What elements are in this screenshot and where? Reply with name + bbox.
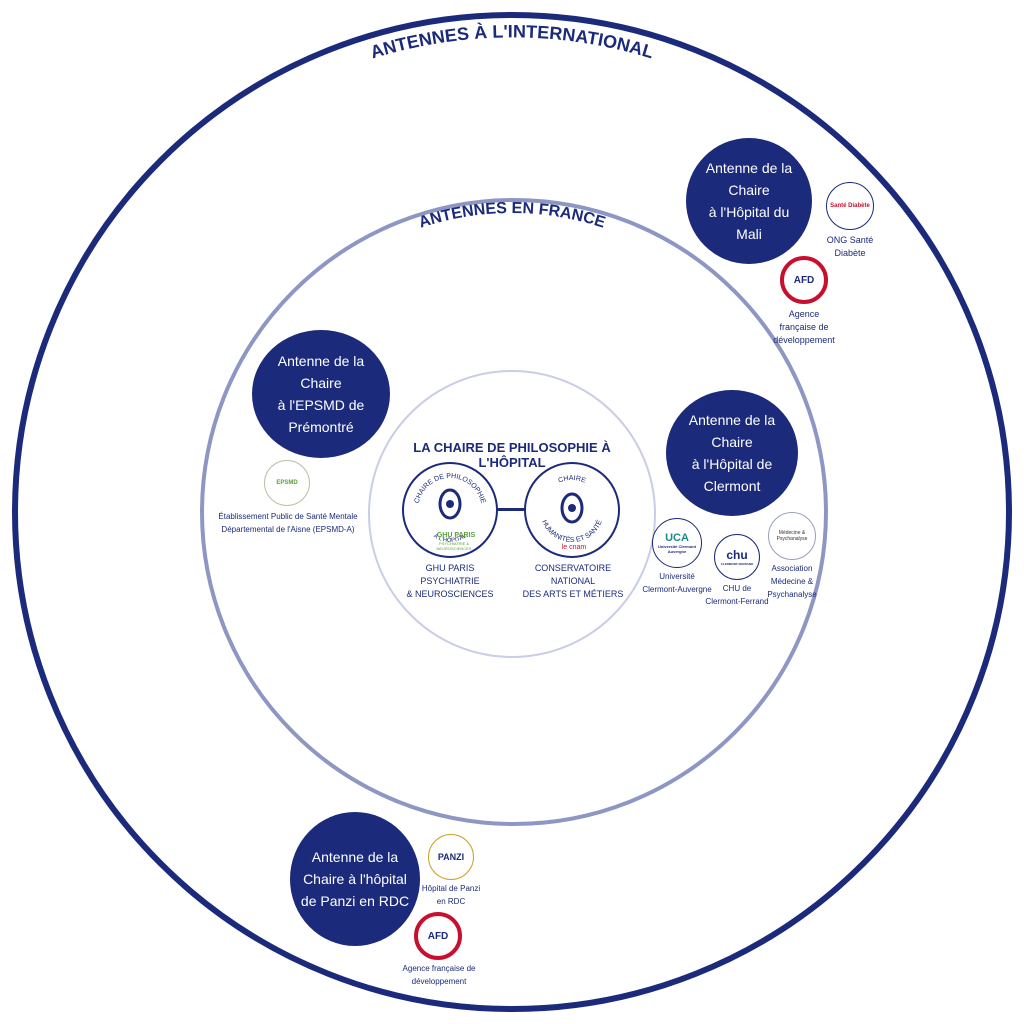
afd-panzi-logo: AFD: [414, 912, 462, 960]
antenne-premontre[interactable]: Antenne de la Chaire à l'EPSMD de Prémon…: [252, 330, 390, 458]
chu-logo: chu CLERMONT-FERRAND: [714, 534, 760, 580]
panzi-logo: PANZI: [428, 834, 474, 880]
uca-caption: Université Clermont-Auvergne: [642, 572, 712, 594]
philosophy-chair-emblem: CHAIRE DE PHILOSOPHIE À L'HÔPITAL GHU PA…: [402, 462, 498, 558]
center-title: LA CHAIRE DE PHILOSOPHIE À L'HÔPITAL: [413, 440, 611, 470]
svg-text:ANTENNES EN FRANCE: ANTENNES EN FRANCE: [417, 200, 608, 232]
epsmd-caption: Établissement Public de Santé Mentale Dé…: [218, 512, 358, 534]
ghu-logo-text: GHU PARIS: [436, 532, 476, 539]
svg-text:ANTENNES À L'INTERNATIONAL: ANTENNES À L'INTERNATIONAL: [368, 21, 656, 62]
sante-diabete-caption: ONG Santé Diabète: [826, 235, 874, 258]
amp-caption: Association Médecine & Psychanalyse: [767, 564, 817, 599]
epsmd-logo: EPSMD: [264, 460, 310, 506]
humanities-arc-top: CHAIRE: [557, 475, 587, 485]
afd-mali-logo: AFD: [780, 256, 828, 304]
chu-logo-mark: chu: [726, 548, 748, 562]
svg-text:À L'HÔPITAL: À L'HÔPITAL: [432, 532, 468, 544]
international-title: ANTENNES À L'INTERNATIONAL: [368, 21, 656, 62]
humanities-emblem-art: CHAIRE HUMANITÉS ET SANTÉ: [540, 475, 604, 544]
humanities-chair-emblem: CHAIRE HUMANITÉS ET SANTÉ le cnam: [524, 462, 620, 558]
uca-logo-mark: UCA: [665, 532, 689, 544]
emblem-connector: [498, 508, 524, 511]
uca-logo: UCA Université Clermont Auvergne: [652, 518, 702, 568]
center-ring: [368, 370, 656, 658]
sante-diabete-logo: Santé Diabète: [826, 182, 874, 230]
uca-logo-sub: Université Clermont Auvergne: [657, 544, 696, 554]
svg-text:CHAIRE: CHAIRE: [557, 475, 587, 485]
antenne-mali[interactable]: Antenne de la Chaire à l'Hôpital du Mali: [686, 138, 812, 264]
chu-caption: CHU de Clermont-Ferrand: [705, 584, 769, 606]
ghu-logo-subtext: PSYCHIATRIE & NEUROSCIENCES: [436, 541, 472, 551]
philosophy-arc-bottom: À L'HÔPITAL: [432, 532, 468, 544]
cnam-logo-text: le cnam: [561, 544, 587, 551]
afd-mali-caption: Agence française de développement: [773, 309, 835, 345]
ghu-caption: GHU PARIS PSYCHIATRIE & NEUROSCIENCES: [406, 563, 494, 599]
amp-logo: Médecine & Psychanalyse: [768, 512, 816, 560]
france-ring: [200, 198, 828, 826]
antenne-clermont[interactable]: Antenne de la Chaire à l'Hôpital de Cler…: [666, 390, 798, 516]
cnam-caption: CONSERVATOIRE NATIONAL DES ARTS ET MÉTIE…: [522, 563, 624, 599]
afd-panzi-caption: Agence française de développement: [402, 964, 476, 986]
france-title: ANTENNES EN FRANCE: [417, 200, 608, 232]
philosophy-emblem-art: CHAIRE DE PHILOSOPHIE À L'HÔPITAL: [414, 473, 487, 544]
chu-logo-sub: CLERMONT-FERRAND: [720, 562, 754, 566]
antenne-panzi[interactable]: Antenne de la Chaire à l'hôpital de Panz…: [290, 812, 420, 946]
international-ring: [12, 12, 1012, 1012]
panzi-caption: Hôpital de Panzi en RDC: [421, 884, 481, 906]
